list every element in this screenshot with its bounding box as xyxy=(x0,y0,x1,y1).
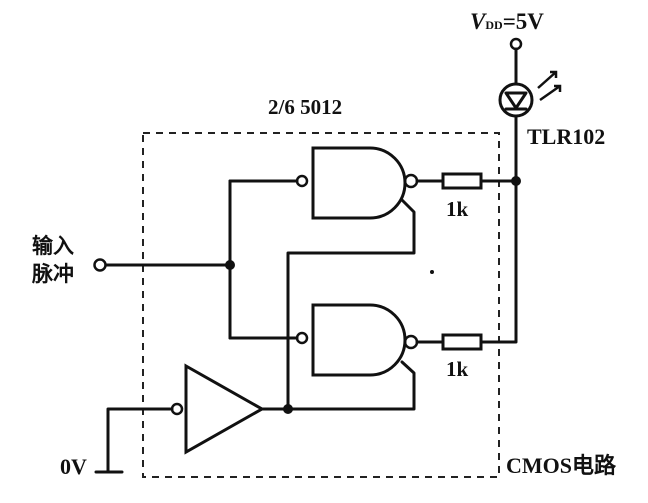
vdd-label: VDD=5V xyxy=(470,9,544,34)
gate2-output-bubble xyxy=(403,334,419,350)
led-label: TLR102 xyxy=(527,124,606,149)
resistor-top xyxy=(441,172,483,190)
resistor-bottom xyxy=(441,333,483,351)
ground-label: 0V xyxy=(60,454,87,479)
led-light-arrow-1 xyxy=(537,70,558,89)
gate2-input-a-bubble xyxy=(295,331,309,345)
speck xyxy=(430,270,434,274)
resistor-bottom-out-wire xyxy=(479,179,518,344)
input-label-line1: 输入 xyxy=(32,234,74,258)
led-light-arrow-2 xyxy=(539,84,562,102)
gate2-input-b-wire xyxy=(286,360,416,411)
watermark-label: CMOS电路 xyxy=(506,453,617,478)
chip-label: 2/6 5012 xyxy=(268,95,343,119)
gate1-output-bubble xyxy=(403,173,419,189)
buffer-gate xyxy=(184,363,266,455)
nand-gate-top xyxy=(311,146,407,220)
resistor-bottom-label: 1k xyxy=(446,357,469,381)
led-icon xyxy=(498,82,534,118)
vdd-terminal xyxy=(509,37,523,51)
resistor-top-label: 1k xyxy=(446,197,469,221)
nand-gate-bottom xyxy=(311,303,407,377)
input-label-line2: 脉冲 xyxy=(32,262,74,286)
gate1-input-b-wire xyxy=(286,198,416,411)
chip-outline xyxy=(142,132,500,478)
gate1-input-a-bubble xyxy=(295,174,309,188)
led-diode-symbol xyxy=(504,91,528,110)
ground-wire xyxy=(106,407,174,474)
input-terminal xyxy=(93,258,107,272)
